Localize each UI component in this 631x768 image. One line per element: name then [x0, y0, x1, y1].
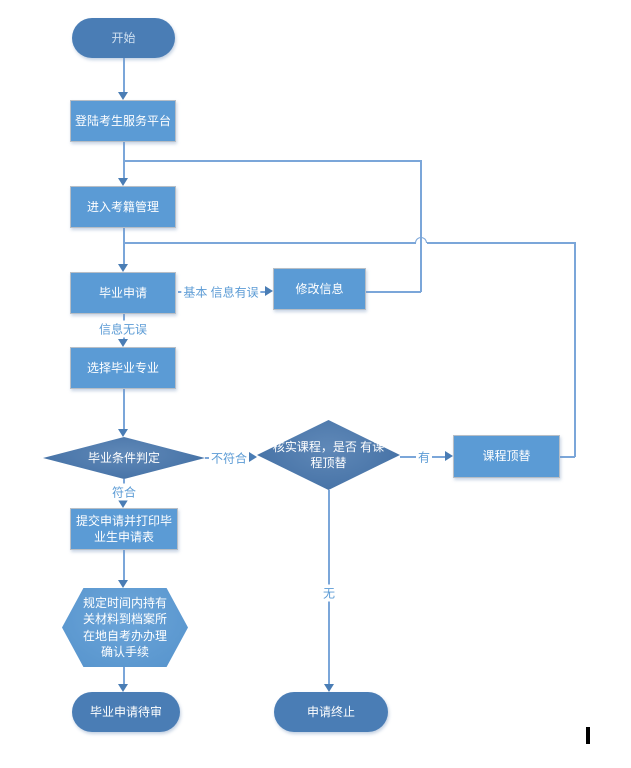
node-condition-decision: 毕业条件判定: [43, 437, 205, 479]
connector-line-return-modify: [366, 291, 421, 293]
edge-label-has: 有: [415, 448, 433, 466]
arrow-down-icon: [118, 580, 128, 588]
node-terminate: 申请终止: [274, 692, 388, 732]
arrow-right-icon: [445, 451, 453, 461]
connector-line: [123, 142, 125, 182]
edge-label-info-error: 基本 信息有误: [181, 283, 261, 301]
node-course-replace: 课程顶替: [453, 435, 560, 478]
node-pending-review: 毕业申请待审: [72, 692, 180, 732]
connector-line-return-modify: [124, 160, 421, 162]
connector-line: [123, 667, 125, 688]
edge-label-not-meet: 不符合: [208, 449, 250, 467]
edge-label-meet: 符合: [109, 483, 139, 501]
arrow-down-icon: [118, 92, 128, 100]
arrow-down-icon: [118, 178, 128, 186]
edge-label-info-ok: 信息无误: [96, 320, 150, 338]
connector-line-return-replace: [574, 242, 576, 457]
arrow-down-icon: [118, 500, 128, 508]
connector-line: [123, 389, 125, 433]
line-hop-bump: [415, 237, 427, 243]
node-modify-info: 修改信息: [273, 268, 366, 310]
arrow-down-icon: [118, 429, 128, 437]
text-cursor-mark: [586, 727, 590, 744]
arrow-down-icon: [324, 684, 334, 692]
edge-label-none: 无: [320, 584, 338, 602]
node-start: 开始: [72, 18, 175, 58]
connector-line: [123, 228, 125, 268]
node-enter-registration: 进入考籍管理: [70, 186, 176, 228]
node-choose-major: 选择毕业专业: [70, 347, 176, 389]
connector-line-return-modify: [420, 160, 422, 292]
node-confirm-procedure: 规定时间内持有关材料到档案所在地自考办办理确认手续: [62, 588, 188, 667]
arrow-down-icon: [118, 684, 128, 692]
arrow-down-icon: [118, 264, 128, 272]
node-verify-courses-decision: 核实课程，是否 有课程顶替: [257, 420, 400, 490]
connector-line-return-replace: [124, 242, 416, 244]
connector-line: [123, 550, 125, 584]
node-submit-print: 提交申请并打印毕业生申请表: [70, 508, 178, 550]
node-graduation-apply: 毕业申请: [70, 272, 176, 314]
arrow-down-icon: [118, 339, 128, 347]
connector-line-return-replace: [427, 242, 575, 244]
arrow-right-icon: [249, 452, 257, 462]
node-login-platform: 登陆考生服务平台: [70, 100, 176, 142]
arrow-right-icon: [265, 286, 273, 296]
connector-line-return-replace: [560, 456, 575, 458]
connector-line: [123, 58, 125, 96]
